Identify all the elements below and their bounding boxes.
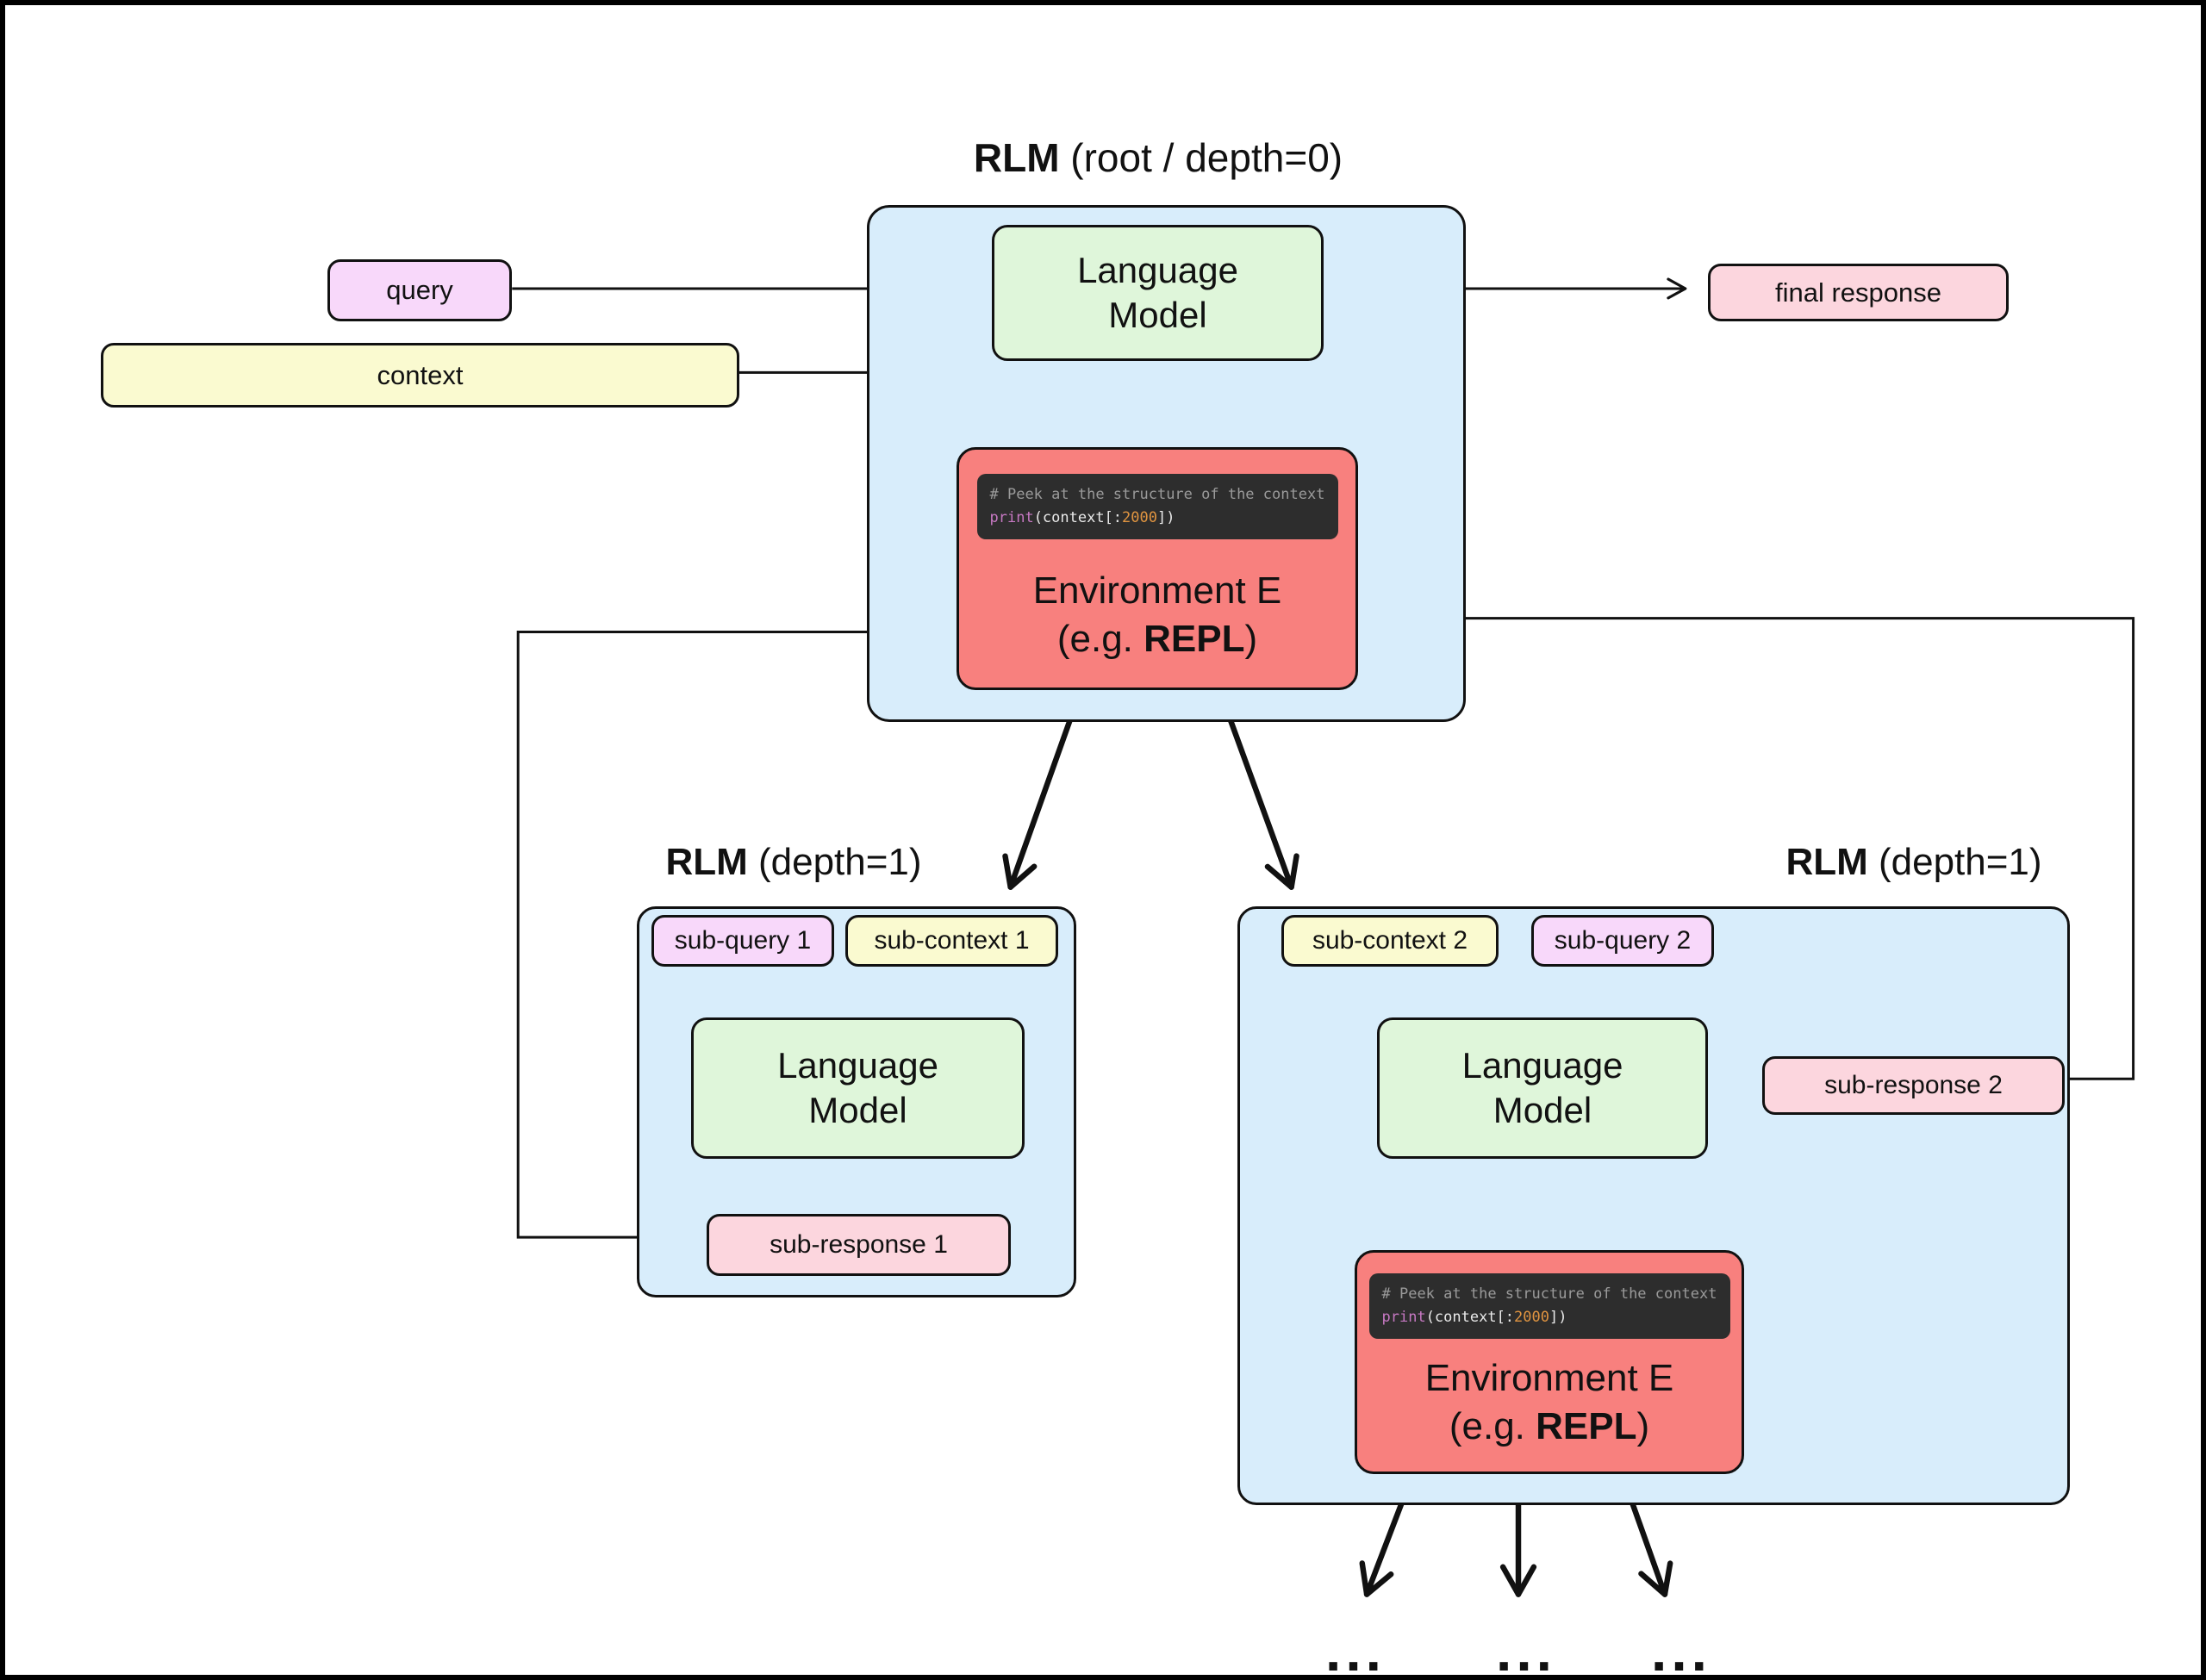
loop-sub-response-1-to-environment [516,620,942,1239]
right-child-title: RLM (depth=1) [1655,841,2172,884]
left-child-title-bold: RLM [665,841,748,883]
right-child-environment-subtitle: (e.g. REPL) [1449,1404,1649,1449]
root-code-number: 2000 [1122,509,1157,526]
right-child-environment-title: Environment E [1424,1357,1674,1399]
root-code-block: # Peek at the structure of the context p… [976,474,1338,539]
root-code-comment-line: # Peek at the structure of the context [990,483,1325,507]
sub-response-1-box: sub-response 1 [707,1214,1011,1276]
right-child-code-end: ]) [1549,1309,1567,1326]
right-child-environment-box: # Peek at the structure of the context p… [1355,1250,1744,1474]
right-child-code-comment-line: # Peek at the structure of the context [1382,1283,1717,1306]
left-child-language-model-box: Language Model [691,1017,1025,1159]
root-language-model-box: Language Model [992,225,1324,361]
ellipsis-middle: ... [1495,1619,1556,1680]
right-child-title-rest: (depth=1) [1867,841,2042,883]
right-child-env-sub-suffix: ) [1636,1405,1650,1447]
root-code-end: ]) [1157,509,1175,526]
root-title: RLM (root / depth=0) [813,134,1503,181]
sub-query-1-box: sub-query 1 [651,915,834,967]
right-child-language-model-box: Language Model [1377,1017,1708,1159]
root-env-sub-prefix: (e.g. [1056,618,1144,660]
right-child-code-block: # Peek at the structure of the context p… [1368,1273,1730,1339]
ellipsis-left: ... [1324,1619,1386,1680]
root-code-mid: (context[: [1033,509,1123,526]
root-title-bold: RLM [973,135,1060,180]
query-box: query [327,259,512,321]
loop-sub-response-2-to-environment [1363,607,2135,1080]
root-environment-title: Environment E [1032,569,1282,612]
right-child-code-number: 2000 [1514,1309,1549,1326]
left-child-title-rest: (depth=1) [747,841,922,883]
root-code-keyword: print [989,509,1034,526]
sub-context-1-box: sub-context 1 [845,915,1058,967]
right-child-code-mid: (context[: [1425,1309,1515,1326]
ellipsis-right: ... [1650,1619,1711,1680]
right-child-title-bold: RLM [1785,841,1868,883]
right-child-env-sub-prefix: (e.g. [1449,1405,1536,1447]
sub-query-2-box: sub-query 2 [1531,915,1714,967]
sub-response-2-box: sub-response 2 [1762,1056,2065,1115]
right-child-env-sub-bold: REPL [1536,1405,1637,1447]
root-env-sub-bold: REPL [1144,618,1245,660]
root-environment-subtitle: (e.g. REPL) [1057,617,1257,662]
sub-context-2-box: sub-context 2 [1281,915,1499,967]
root-environment-box: # Peek at the structure of the context p… [957,447,1358,690]
context-box: context [101,343,739,408]
root-code-print-line: print(context[:2000]) [990,507,1325,530]
right-child-code-comment: # Peek at the structure of the context [1381,1285,1717,1303]
left-child-title: RLM (depth=1) [535,841,1052,884]
root-code-comment: # Peek at the structure of the context [989,486,1325,503]
root-env-sub-suffix: ) [1244,618,1258,660]
right-child-code-print-line: print(context[:2000]) [1382,1306,1717,1329]
right-child-code-keyword: print [1381,1309,1426,1326]
root-title-rest: (root / depth=0) [1059,135,1343,180]
final-response-box: final response [1708,264,2009,321]
